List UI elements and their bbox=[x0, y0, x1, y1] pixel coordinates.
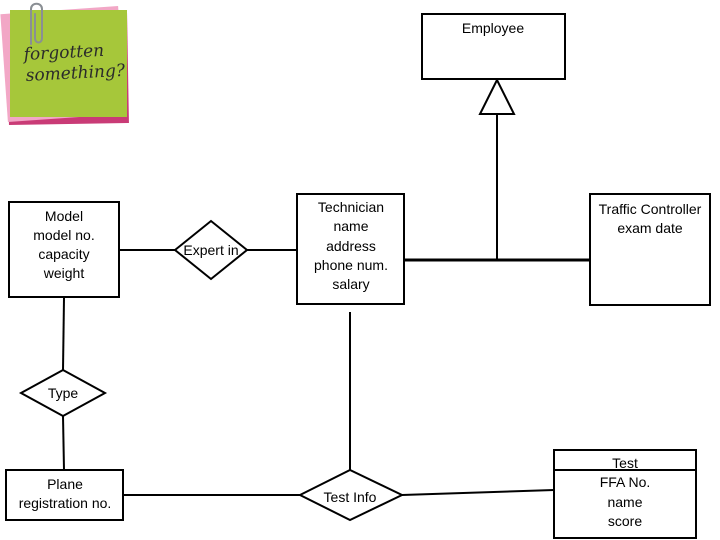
sticky-note-line1: forgotten bbox=[21, 41, 104, 65]
entity-attribute: name bbox=[333, 218, 368, 234]
relationship-diamond bbox=[173, 219, 249, 281]
relationship-label: Test Info bbox=[324, 489, 377, 505]
entity-box bbox=[421, 13, 566, 80]
entity-box bbox=[553, 449, 697, 539]
paperclip-icon bbox=[30, 2, 43, 45]
relationship-type[interactable]: Type bbox=[18, 368, 108, 418]
entity-employee[interactable]: Employee bbox=[421, 13, 566, 80]
entity-plane[interactable]: Plane registration no. bbox=[5, 469, 124, 521]
relationship-diamond bbox=[297, 468, 405, 522]
entity-attribute: exam date bbox=[617, 220, 683, 236]
entity-traffic-controller[interactable]: Traffic Controller exam date bbox=[589, 193, 711, 306]
relationship-label: Type bbox=[48, 385, 79, 401]
entity-attribute: registration no. bbox=[19, 495, 112, 511]
relationship-test-info[interactable]: Test Info bbox=[297, 468, 405, 522]
entity-attribute: score bbox=[608, 513, 642, 529]
relationship-label: Expert in bbox=[183, 242, 238, 258]
entity-title: Plane bbox=[47, 476, 83, 492]
entity-attribute: name bbox=[607, 494, 642, 510]
sticky-note-paper bbox=[10, 10, 127, 117]
entity-box bbox=[8, 201, 120, 298]
entity-box bbox=[589, 193, 711, 306]
entity-box bbox=[296, 193, 405, 305]
entity-attribute: salary bbox=[332, 276, 369, 292]
relationship-expert-in[interactable]: Expert in bbox=[173, 219, 249, 281]
entity-attribute: model no. bbox=[33, 227, 94, 243]
relationship-diamond bbox=[18, 368, 108, 418]
entity-title: Traffic Controller bbox=[599, 201, 702, 217]
entity-title: Model bbox=[45, 208, 83, 224]
entity-technician[interactable]: Technician name address phone num. salar… bbox=[296, 193, 405, 305]
type-plane-line bbox=[62, 415, 65, 471]
entity-title: Technician bbox=[318, 199, 384, 215]
entity-test[interactable]: Test FFA No. name score bbox=[553, 449, 697, 539]
connectors bbox=[62, 115, 590, 496]
entity-title: Test bbox=[612, 455, 638, 471]
entity-attribute: FFA No. bbox=[600, 474, 651, 490]
entity-attribute: weight bbox=[43, 265, 85, 281]
entity-model[interactable]: Model model no. capacity weight bbox=[8, 201, 120, 298]
entity-attribute: phone num. bbox=[314, 257, 388, 273]
entity-attribute: address bbox=[326, 238, 376, 254]
entity-title: Employee bbox=[462, 20, 524, 36]
isa-triangle bbox=[478, 77, 516, 115]
sticky-note: forgotten something? bbox=[0, 2, 129, 126]
testinfo-test-line bbox=[401, 489, 555, 496]
model-type-line bbox=[62, 297, 65, 371]
entity-attribute: capacity bbox=[38, 246, 89, 262]
entity-box bbox=[5, 469, 124, 521]
